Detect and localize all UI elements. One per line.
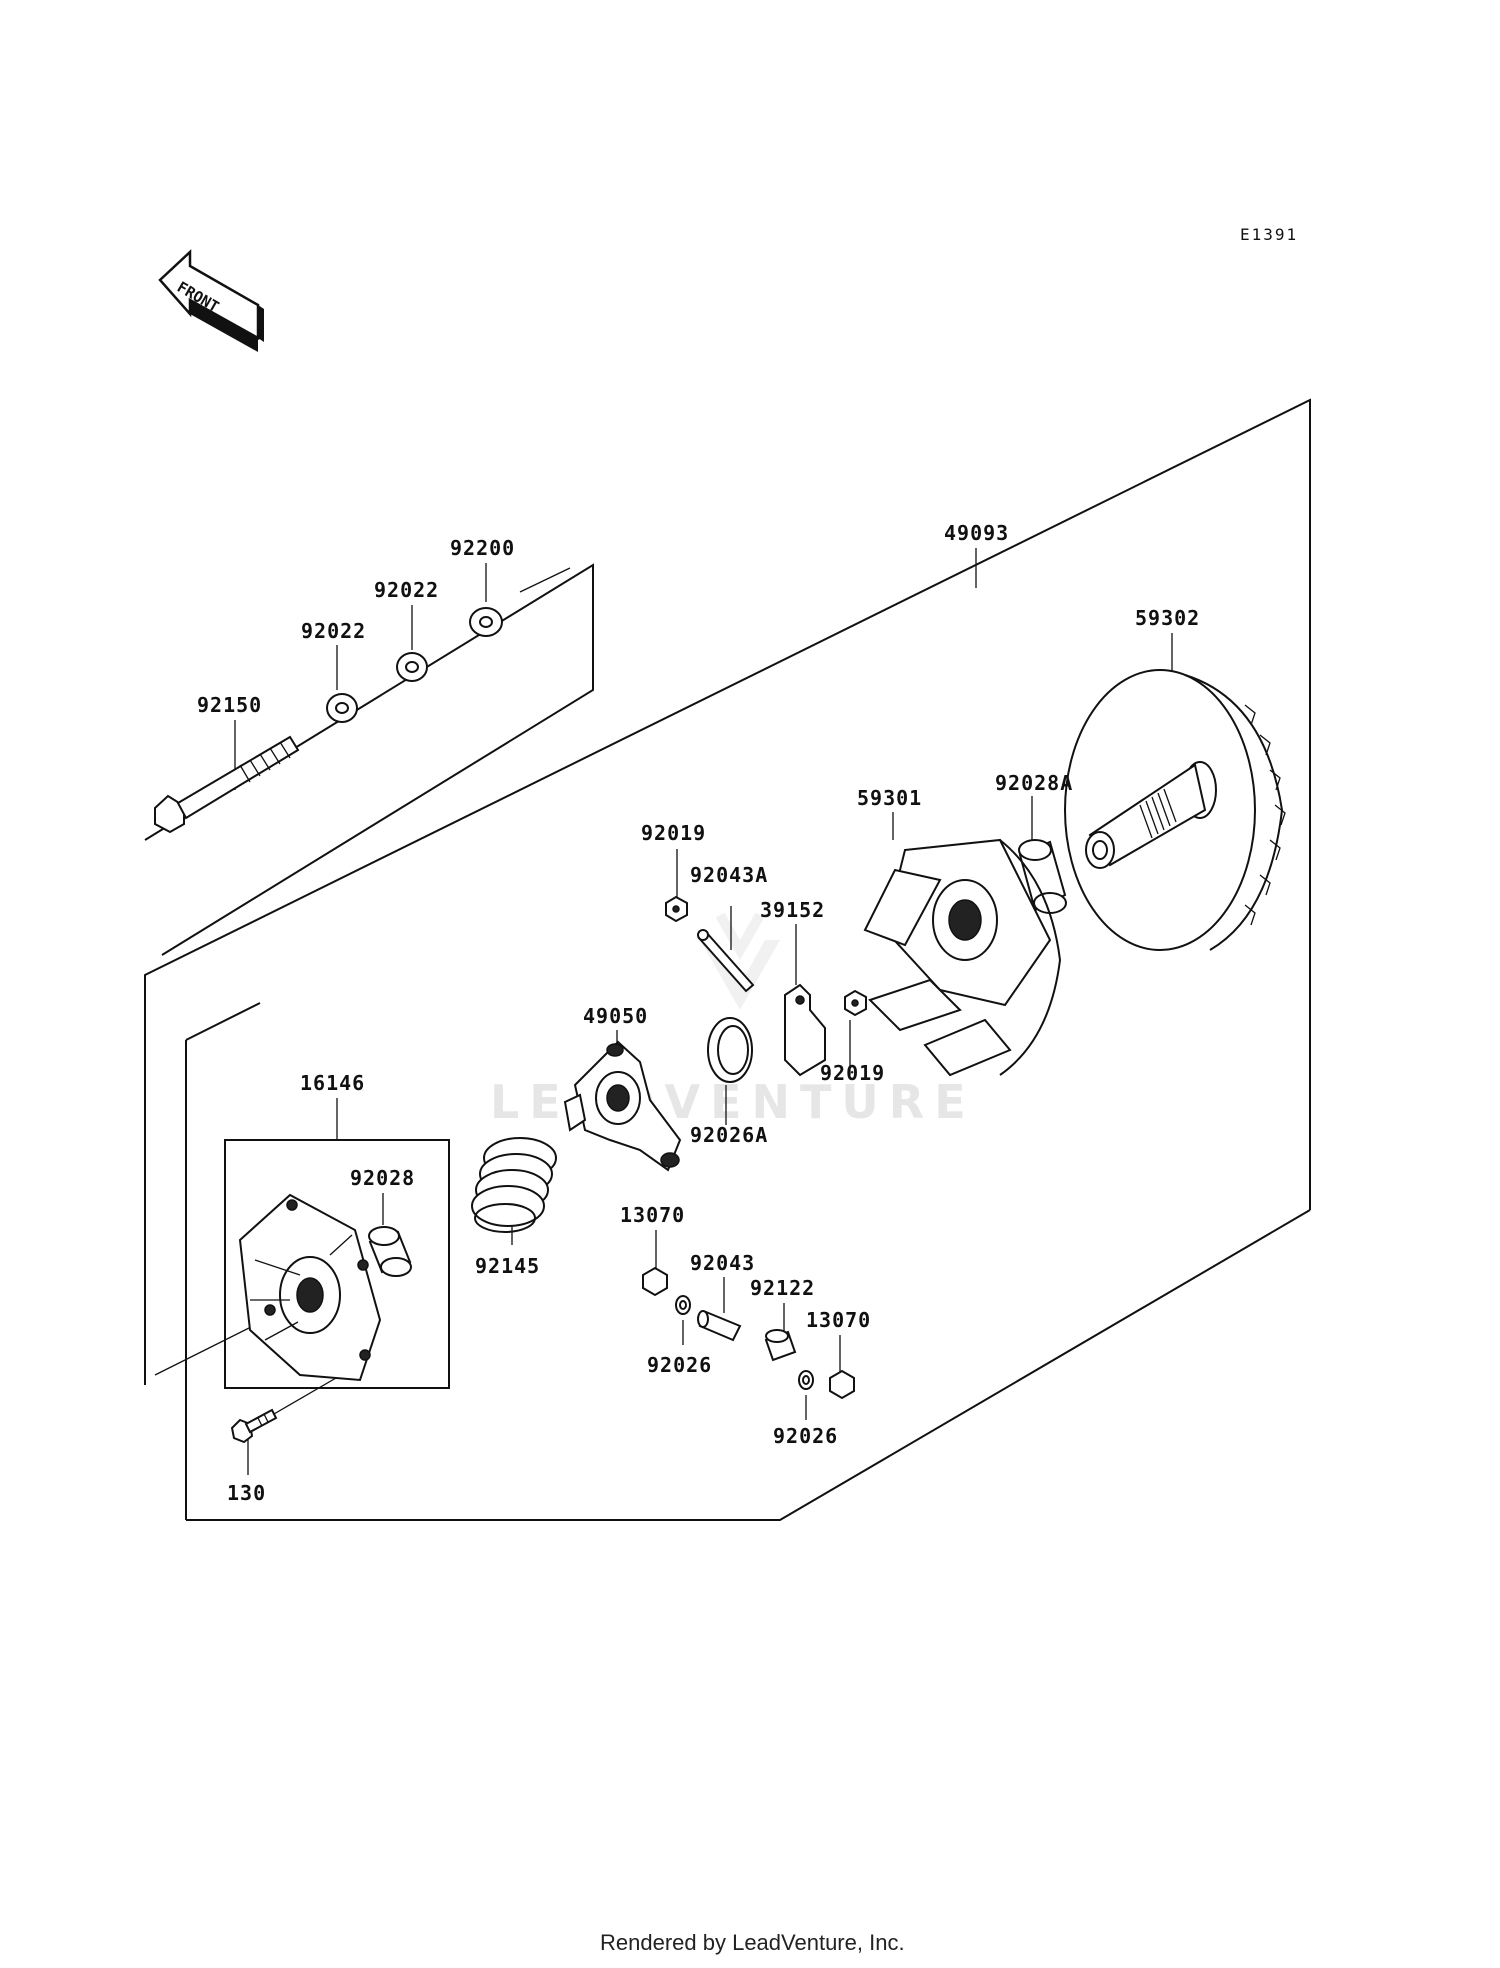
washer-92026-right-icon: [798, 1370, 814, 1390]
part-label-92150: 92150: [197, 693, 262, 717]
spider-49050-icon: [563, 1040, 682, 1172]
part-label-92200: 92200: [450, 536, 515, 560]
part-label-92022-lower: 92022: [301, 619, 366, 643]
part-label-92028: 92028: [350, 1166, 415, 1190]
watermark-text: LEADVENTURE: [490, 1075, 976, 1129]
part-label-92122: 92122: [750, 1276, 815, 1300]
part-label-130: 130: [227, 1481, 266, 1505]
nut-92019-upper-icon: [665, 895, 688, 923]
watermark-logo: [700, 912, 780, 1010]
part-label-13070-upper: 13070: [620, 1203, 685, 1227]
pin-92043-icon: [697, 1310, 742, 1342]
part-label-92022-upper: 92022: [374, 578, 439, 602]
washer-92026-left-icon: [675, 1295, 691, 1315]
footer-credit: Rendered by LeadVenture, Inc.: [600, 1930, 905, 1955]
part-label-92043: 92043: [690, 1251, 755, 1275]
part-label-92145: 92145: [475, 1254, 540, 1278]
washer-group-frame: [144, 563, 594, 956]
nut-92019-lower-icon: [844, 989, 867, 1017]
assembly-frame-upper: [144, 398, 1311, 1385]
cap-13070-lower-icon: [829, 1369, 855, 1400]
part-label-16146: 16146: [300, 1071, 365, 1095]
washer-92022-upper-icon: [396, 652, 428, 682]
part-label-92019-upper: 92019: [641, 821, 706, 845]
part-label-59302: 59302: [1135, 606, 1200, 630]
pin-92043A-icon: [697, 929, 755, 993]
washer-92200-icon: [469, 607, 503, 637]
part-label-49050: 49050: [583, 1004, 648, 1028]
part-label-92026A: 92026A: [690, 1123, 768, 1147]
part-label-49093: 49093: [944, 521, 1009, 545]
part-label-92028A: 92028A: [995, 771, 1073, 795]
part-label-59301: 59301: [857, 786, 922, 810]
sheave-59302-icon: [1064, 669, 1286, 951]
bolt-92150-icon: [154, 735, 300, 834]
washer-92026A-icon: [707, 1017, 753, 1083]
assembly-frame-inner-link: [185, 1002, 261, 1041]
part-label-92026-right: 92026: [773, 1424, 838, 1448]
cover-16146-icon: [238, 1193, 382, 1382]
front-arrow-icon: FRONT: [158, 249, 264, 352]
bolt-130-icon: [230, 1408, 278, 1444]
cap-13070-upper-icon: [642, 1266, 668, 1297]
bushing-92028-icon: [368, 1226, 412, 1277]
part-label-92019-lower: 92019: [820, 1061, 885, 1085]
part-label-39152: 39152: [760, 898, 825, 922]
roller-92122-icon: [764, 1329, 797, 1362]
washer-92022-lower-icon: [326, 693, 358, 723]
bushing-92028A-icon: [1018, 839, 1067, 914]
part-label-92026-left: 92026: [647, 1353, 712, 1377]
weight-39152-icon: [784, 983, 826, 1077]
part-label-13070-lower: 13070: [806, 1308, 871, 1332]
spring-92145-icon: [471, 1137, 557, 1233]
part-label-92043A: 92043A: [690, 863, 768, 887]
sheave-59301-icon: [863, 838, 1062, 1077]
diagram-code: E1391: [1240, 225, 1298, 244]
assembly-frame-bottom: [186, 1209, 1311, 1521]
